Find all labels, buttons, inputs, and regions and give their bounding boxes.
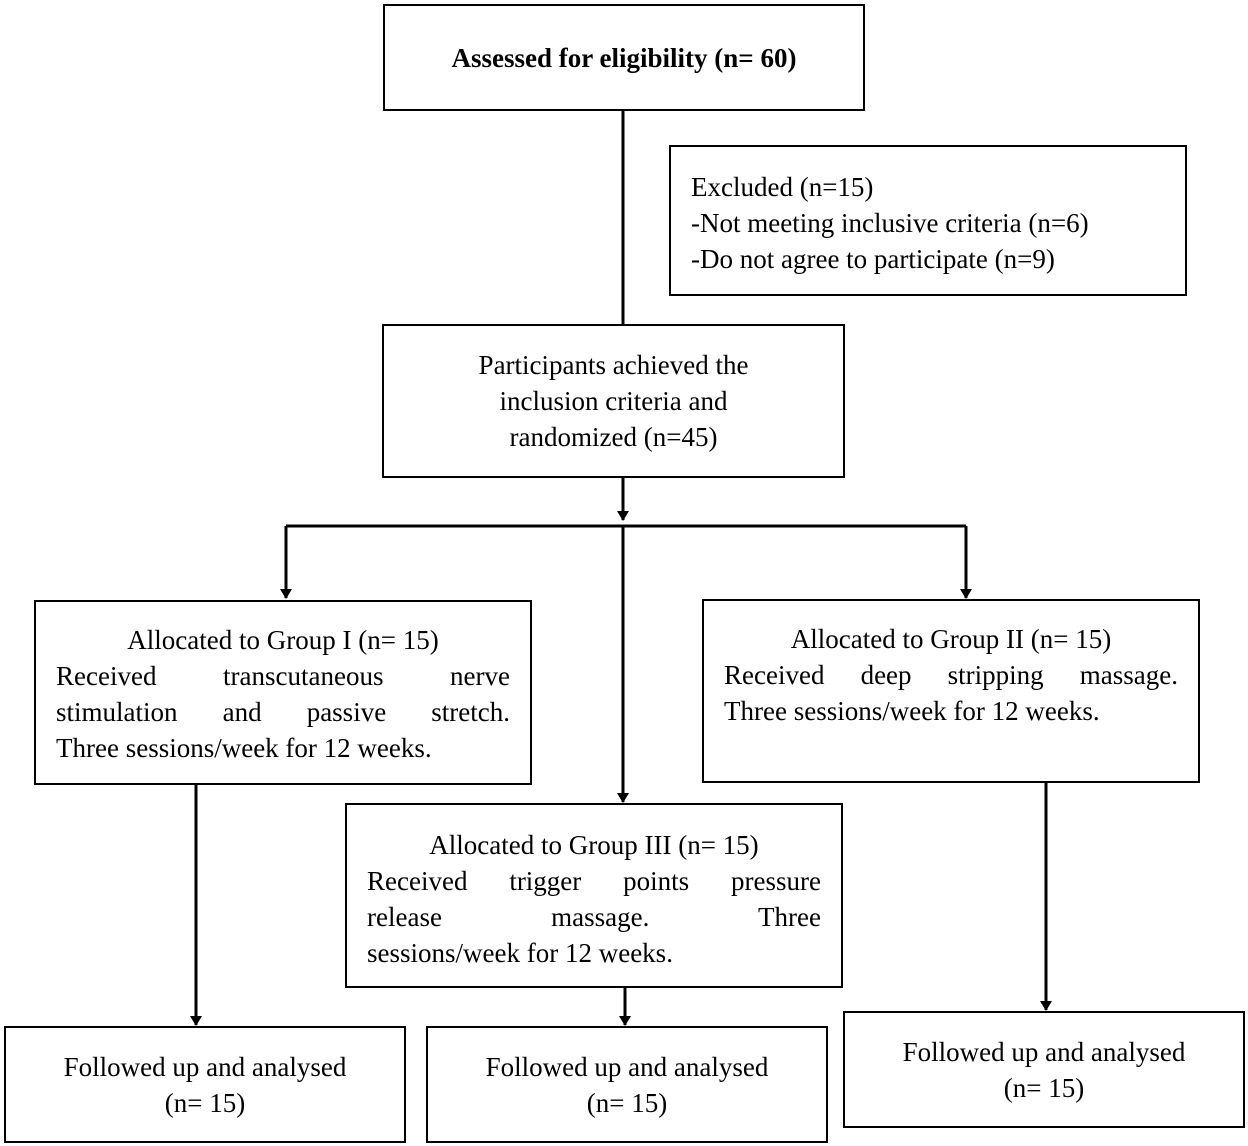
followup-group3-line-1: Followed up and analysed [485,1051,769,1082]
group1-box: Allocated to Group I (n= 15) Received tr… [34,600,532,785]
group1-line-1: Received transcutaneous nerve [56,661,510,691]
followup-group3-box: Followed up and analysed (n= 15) [426,1026,828,1143]
group3-line-1: Received trigger points pressure [367,866,821,896]
group3-title: Allocated to Group III (n= 15) [429,830,759,860]
randomized-line-3: randomized (n=45) [509,422,718,452]
assessed-box: Assessed for eligibility (n= 60) [383,4,865,111]
randomized-line-1: Participants achieved the [478,350,749,380]
followup-group2-line-1: Followed up and analysed [902,1036,1186,1067]
excluded-reason-criteria: -Not meeting inclusive criteria (n=6) [691,208,1089,238]
group3-line-3: sessions/week for 12 weeks. [367,938,673,968]
followup-group2-line-2: (n= 15) [1003,1072,1085,1103]
group3-line-2: release massage. Three [367,902,821,932]
followup-group1-line-2: (n= 15) [164,1087,246,1118]
group2-line-1: Received deep stripping massage. [724,660,1178,690]
followup-group1-box: Followed up and analysed (n= 15) [4,1026,406,1143]
followup-group3-line-2: (n= 15) [586,1087,668,1118]
group2-title: Allocated to Group II (n= 15) [790,624,1112,654]
assessed-title: Assessed for eligibility (n= 60) [451,42,797,73]
group1-line-3: Three sessions/week for 12 weeks. [56,733,432,763]
followup-group1-line-1: Followed up and analysed [63,1051,347,1082]
randomized-box: Participants achieved the inclusion crit… [382,324,845,478]
group1-line-2: stimulation and passive stretch. [56,697,510,727]
group2-line-2: Three sessions/week for 12 weeks. [724,696,1100,726]
group3-box: Allocated to Group III (n= 15) Received … [345,803,843,988]
excluded-title: Excluded (n=15) [691,172,874,202]
excluded-reason-declined: -Do not agree to participate (n=9) [691,244,1055,274]
group1-title: Allocated to Group I (n= 15) [127,625,439,655]
group2-box: Allocated to Group II (n= 15) Received d… [702,599,1200,783]
randomized-line-2: inclusion criteria and [499,386,728,416]
followup-group2-box: Followed up and analysed (n= 15) [843,1011,1245,1128]
excluded-box: Excluded (n=15) -Not meeting inclusive c… [669,145,1187,296]
